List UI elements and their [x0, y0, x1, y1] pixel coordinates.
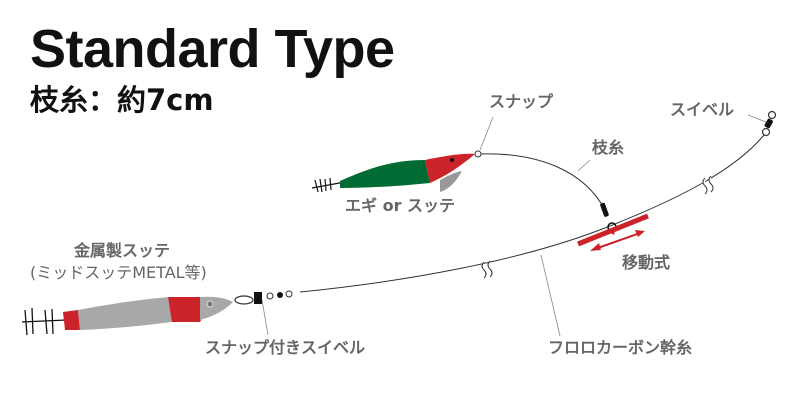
egi-lure	[311, 150, 482, 193]
swivel-icon	[761, 110, 777, 137]
movable-tube	[577, 213, 649, 247]
snap-swivel-icon	[234, 290, 293, 305]
egi-jig-hooks	[311, 177, 346, 193]
label-snap: スナップ	[489, 92, 554, 111]
callout-lines	[261, 114, 767, 337]
label-swivel: スイベル	[670, 100, 735, 119]
line-break-marks	[481, 175, 714, 279]
label-metal-sutte: 金属製スッテ	[74, 241, 171, 260]
label-snap-swivel: スナップ付きスイベル	[205, 338, 366, 357]
sutte-jig-hooks	[21, 307, 67, 336]
branch-line	[479, 153, 606, 211]
double-arrow-icon	[590, 230, 645, 251]
label-branch-line: 枝糸	[592, 138, 625, 157]
diagram-title: Standard Type	[30, 19, 395, 79]
snap-icon	[474, 150, 482, 158]
main-line	[299, 134, 765, 293]
label-egi: エギ or スッテ	[345, 196, 456, 215]
label-movable: 移動式	[622, 253, 671, 272]
label-main-line: フロロカーボン幹糸	[548, 338, 693, 357]
metal-sutte-lure	[21, 296, 233, 336]
branch-swivel-icon	[600, 202, 617, 232]
diagram-subtitle: 枝糸：約7cm	[30, 83, 214, 117]
label-metal-sutte-note: (ミッドスッテMETAL等)	[30, 263, 207, 282]
